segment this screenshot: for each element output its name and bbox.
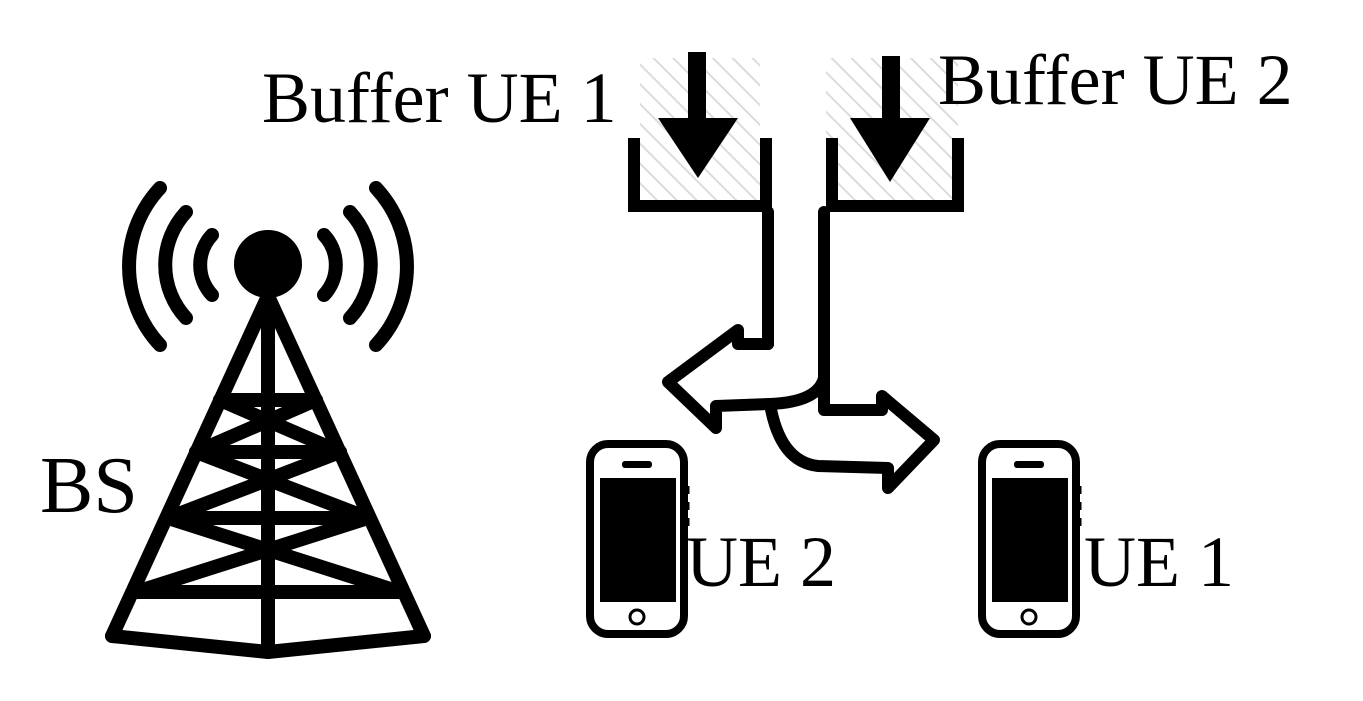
phone-screen <box>992 478 1068 602</box>
ue2-smartphone-icon <box>586 440 690 638</box>
signal-waves-right <box>317 181 414 352</box>
buffer-ue1-label: Buffer UE 1 <box>262 58 617 138</box>
buffer-ue2-label: Buffer UE 2 <box>938 40 1293 120</box>
ue2-label: UE 2 <box>686 522 836 602</box>
phone-home-button <box>628 608 646 626</box>
split-arrow-icon <box>662 206 940 494</box>
phone-screen <box>600 478 676 602</box>
bs-label: BS <box>40 442 138 530</box>
arrow-down-icon <box>658 52 738 178</box>
ue1-label: UE 1 <box>1084 522 1234 602</box>
signal-waves-left <box>122 181 219 352</box>
phone-speaker <box>622 461 652 468</box>
ue1-smartphone-icon <box>978 440 1082 638</box>
antenna-head <box>234 230 302 298</box>
arrow-down-icon <box>850 56 930 182</box>
buffer-ue1-icon <box>628 52 772 212</box>
phone-home-button <box>1020 608 1038 626</box>
buffer-ue2-icon <box>826 56 964 212</box>
phone-speaker <box>1014 461 1044 468</box>
tower-lattice <box>105 289 431 659</box>
base-station-icon <box>105 181 431 659</box>
